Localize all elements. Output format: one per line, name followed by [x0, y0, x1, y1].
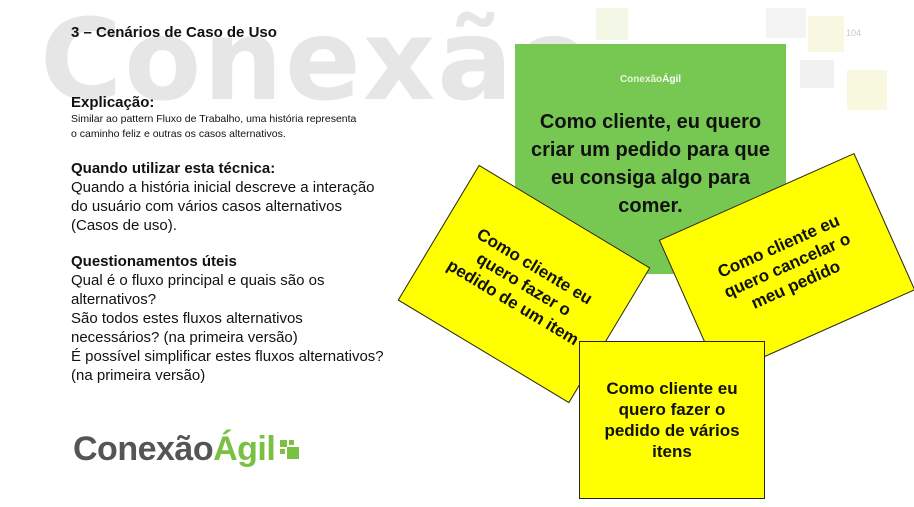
conexao-agil-logo: ConexãoÁgil	[73, 430, 302, 469]
watermark-text: Conexão	[40, 0, 594, 126]
decorative-square	[596, 8, 628, 40]
questionamentos-heading: Questionamentos úteis	[71, 253, 237, 270]
page-title: 3 – Cenários de Caso de Uso	[71, 24, 277, 41]
logo-text-agil: Ágil	[213, 430, 276, 468]
explicacao-line: o caminho feliz e outras os casos altern…	[71, 128, 286, 140]
questionamentos-line: alternativos?	[71, 291, 157, 308]
questionamentos-line: (na primeira versão)	[71, 367, 206, 384]
questionamentos-line: É possível simplificar estes fluxos alte…	[71, 348, 384, 365]
explicacao-heading: Explicação:	[71, 94, 155, 111]
card-line: criar um pedido para que	[531, 139, 770, 161]
sticky-line: itens	[652, 442, 692, 461]
sticky-line: Como cliente eu	[606, 379, 738, 398]
card-logo-conexao: Conexão	[619, 74, 663, 85]
questionamentos-line: necessários? (na primeira versão)	[71, 329, 298, 346]
card-line: Como cliente, eu quero	[539, 111, 762, 133]
sticky-line: quero fazer o	[618, 400, 726, 419]
decorative-square	[766, 8, 806, 38]
card-logo: ConexãoÁgil	[515, 74, 786, 85]
questionamentos-line: São todos estes fluxos alternativos	[71, 310, 303, 327]
card-line: comer.	[618, 195, 683, 217]
logo-squares-icon	[278, 430, 302, 464]
quando-line: Quando a história inicial descreve a int…	[71, 179, 375, 196]
decorative-square	[800, 60, 834, 88]
sticky-note-varios-itens: Como cliente eu quero fazer o pedido de …	[579, 341, 765, 499]
card-main-text: Como cliente, eu quero criar um pedido p…	[515, 108, 786, 220]
explicacao-line: Similar ao pattern Fluxo de Trabalho, um…	[71, 113, 357, 125]
quando-line: (Casos de uso).	[71, 217, 177, 234]
quando-heading: Quando utilizar esta técnica:	[71, 160, 276, 177]
decorative-square	[847, 70, 887, 110]
card-line: eu consiga algo para	[551, 167, 750, 189]
decorative-square	[808, 16, 844, 52]
sticky-line: pedido de vários	[604, 421, 740, 440]
questionamentos-line: Qual é o fluxo principal e quais são os	[71, 272, 325, 289]
slide-number: 104	[846, 28, 862, 38]
card-logo-agil: Ágil	[662, 74, 682, 85]
text-column: Explicação: Similar ao pattern Fluxo de …	[71, 93, 431, 385]
logo-text-conexao: Conexão	[73, 430, 214, 468]
quando-line: do usuário com vários casos alternativos	[71, 198, 342, 215]
